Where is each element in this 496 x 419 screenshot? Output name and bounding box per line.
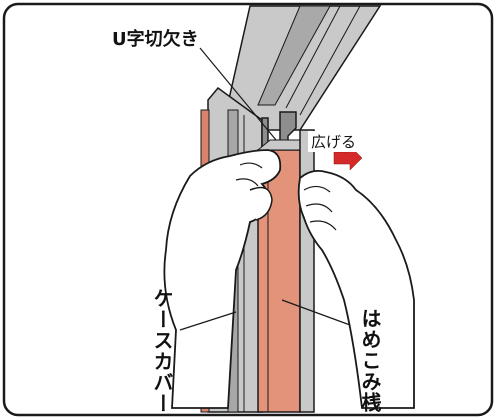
top-rail-line-2 [299, 5, 361, 116]
label-u-notch: U字切欠き [112, 29, 199, 50]
label-case-cover: ケースカバー [150, 288, 174, 414]
right-hand-fingers [303, 185, 337, 231]
label-expand: 広げる [308, 131, 360, 152]
label-bead: はめこみ桟 [358, 308, 382, 413]
leader-bead [281, 299, 351, 326]
left-hand-knuckles [235, 162, 263, 187]
leader-u-notch [199, 47, 277, 141]
top-rail-band [257, 5, 331, 106]
right-hand [297, 169, 415, 409]
left-hand-thumb [249, 186, 273, 221]
leader-case-cover [179, 311, 237, 331]
top-rail-line [285, 5, 341, 109]
